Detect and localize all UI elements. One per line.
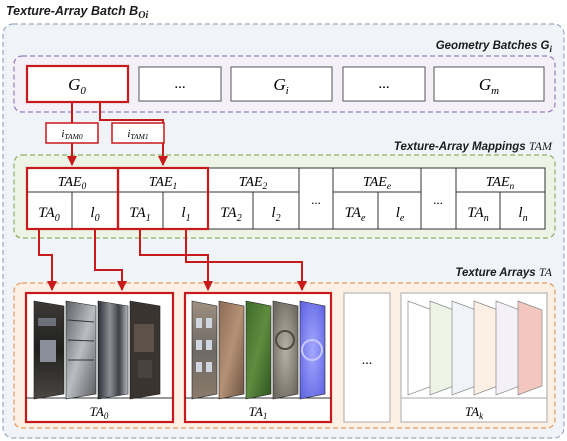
texture-layer: [65, 300, 97, 400]
index-itam1-label: iTAM1: [127, 128, 148, 141]
geometry-batch-gi-label: Gi: [273, 75, 288, 97]
texture-layer: [191, 300, 218, 400]
texture-detail: [138, 360, 152, 378]
index-itam0-box: [45, 122, 99, 144]
mapping-ta-e-label: TAe: [345, 205, 366, 224]
texture-layer: [407, 300, 433, 396]
texture-detail: [196, 362, 202, 372]
mapping-l1-label: l1: [181, 205, 190, 224]
texture-layer: [218, 300, 245, 400]
geometry-batch-ellipsis-1: [138, 66, 222, 102]
mapping-l-n-label: ln: [518, 205, 527, 224]
texture-layer: [495, 300, 521, 396]
geometry-batches-title: Geometry Batches Gi: [436, 40, 553, 54]
texture-array-batch-title: Texture-Array Batch BOi: [6, 4, 148, 21]
texture-layer: [451, 300, 477, 396]
texture-detail: [40, 340, 56, 362]
texture-layer: [517, 300, 543, 396]
arrow-l1-to-layer: [185, 229, 307, 291]
mapping-l0-label: l0: [90, 205, 99, 224]
texture-array-tak-label: TAk: [465, 404, 484, 421]
texture-layer: [429, 300, 455, 396]
texture-layer: [473, 300, 499, 396]
geometry-batch-ellipsis-1-label: ...: [174, 76, 185, 92]
texture-detail: [134, 324, 154, 352]
texture-array-ta0[interactable]: TA0: [24, 291, 175, 424]
tam-index-labels: iTAM0 iTAM1: [45, 122, 165, 144]
mapping-tae0-label: TAE0: [58, 175, 87, 192]
mapping-entry-tae1[interactable]: [116, 166, 210, 231]
index-itam0-label: iTAM0: [61, 128, 83, 141]
texture-array-tak[interactable]: TAk: [400, 292, 548, 423]
geometry-batch-gm[interactable]: [433, 66, 545, 102]
geometry-batch-g0[interactable]: [25, 64, 130, 104]
mapping-tae2-label: TAE2: [239, 175, 268, 192]
texture-array-ta1-label: TA1: [249, 404, 268, 421]
geometry-batch-ellipsis-2: [342, 66, 426, 102]
texture-layer: [245, 300, 272, 400]
arrow-ta0-to-array0: [38, 229, 57, 291]
mapping-ta-n-label: TAn: [467, 205, 488, 224]
texture-layer: [97, 300, 129, 400]
geometry-batch-g0-label: G0: [68, 75, 86, 97]
geometry-batch-ellipsis-2-label: ...: [378, 76, 389, 92]
index-itam1-box: [111, 122, 165, 144]
texture-detail: [275, 330, 295, 350]
mapping-l2-label: l2: [271, 205, 280, 224]
mapping-ellipsis-2: ...: [433, 192, 443, 207]
mapping-ellipsis-1: ...: [311, 192, 321, 207]
arrow-l0-to-layer: [94, 229, 127, 291]
texture-layer: [299, 300, 326, 400]
geometry-batch-gm-label: Gm: [479, 75, 499, 97]
mapping-ta2-label: TA2: [220, 205, 241, 224]
texture-detail: [301, 339, 323, 361]
geometry-batch-list: G0 ... Gi ... Gm: [25, 64, 545, 104]
texture-array-ellipsis-box: [343, 292, 391, 423]
mapping-ta0-label: TA0: [38, 205, 59, 224]
texture-detail: [196, 318, 202, 328]
texture-detail: [38, 318, 56, 326]
arrow-ta1-to-array1: [139, 229, 213, 291]
mapping-tae1-label: TAE1: [149, 175, 178, 192]
texture-arrays-title: Texture Arrays TA: [455, 265, 552, 279]
mapping-table: TAE0 TA0 l0 TAE1 TA1 l1 TAE2 TA2 l2 ... …: [25, 166, 546, 231]
texture-array-ta0-label: TA0: [90, 404, 109, 421]
texture-detail: [206, 340, 212, 350]
texture-layer: [272, 300, 299, 400]
texture-array-ta1[interactable]: TA1: [183, 291, 333, 424]
mapping-tae-e-label: TAEe: [363, 175, 391, 192]
texture-array-ellipsis: ...: [362, 353, 373, 368]
geometry-batch-gi[interactable]: [230, 66, 333, 102]
texture-detail: [206, 318, 212, 328]
texture-detail: [196, 340, 202, 350]
texture-detail: [206, 362, 212, 372]
mapping-ta1-label: TA1: [129, 205, 150, 224]
mapping-l-e-label: le: [396, 205, 405, 224]
texture-array-mappings-title: Texture-Array Mappings TAM: [394, 139, 553, 153]
mapping-tae-n-label: TAEn: [486, 175, 515, 192]
